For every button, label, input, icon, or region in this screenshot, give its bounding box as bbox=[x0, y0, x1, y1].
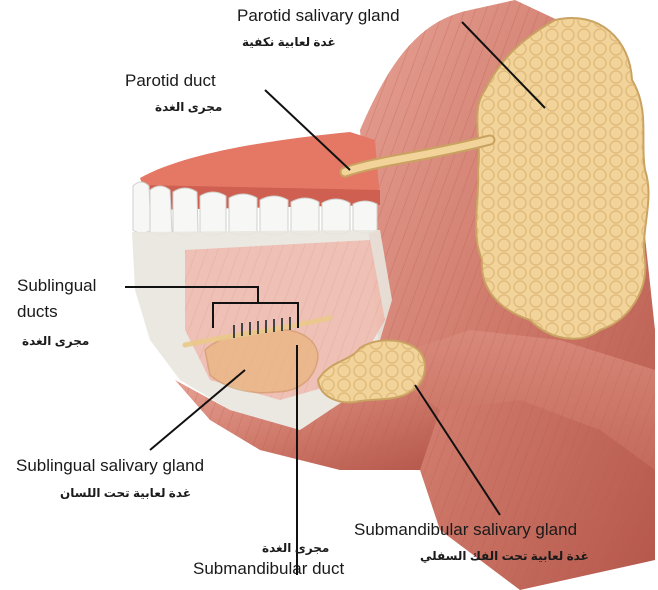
parotid-gland-arabic-label: غدة لعابية نكفية bbox=[242, 34, 336, 50]
submandibular-gland-label: Submandibular salivary gland bbox=[354, 520, 577, 540]
submandibular-duct-label: Submandibular duct bbox=[193, 559, 344, 579]
sublingual-gland-arabic-label: غدة لعابية تحت اللسان bbox=[60, 485, 191, 501]
sublingual-gland-label: Sublingual salivary gland bbox=[16, 456, 204, 476]
sublingual-ducts-label-line2: ducts bbox=[17, 302, 58, 322]
parotid-gland bbox=[476, 18, 649, 339]
sublingual-ducts-arabic-label: مجرى الغدة bbox=[22, 333, 89, 349]
parotid-duct-label: Parotid duct bbox=[125, 71, 216, 91]
sublingual-ducts-label-line1: Sublingual bbox=[17, 276, 96, 296]
parotid-gland-label: Parotid salivary gland bbox=[237, 6, 400, 26]
parotid-duct-arabic-label: مجرى الغدة bbox=[155, 99, 222, 115]
submandibular-duct-arabic-label: مجرى الغدة bbox=[262, 540, 329, 556]
submandibular-gland-arabic-label: غدة لعابية تحت الفك السفلي bbox=[420, 548, 589, 564]
